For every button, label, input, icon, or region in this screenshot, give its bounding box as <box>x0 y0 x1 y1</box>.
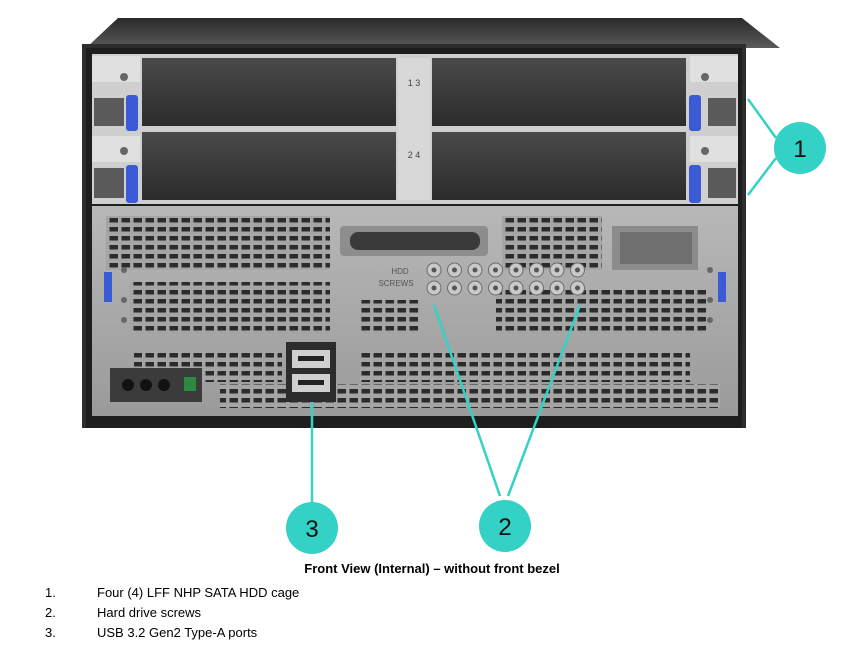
legend-list: 1. Four (4) LFF NHP SATA HDD cage 2. Har… <box>45 582 299 642</box>
hdd-screw-head <box>534 267 539 273</box>
legend-item-number: 1. <box>45 584 56 600</box>
server-front-view-figure: 1 3 2 4 HDD SCREWS <box>82 18 826 554</box>
chassis-top <box>86 18 780 48</box>
front-plate: HDD SCREWS <box>92 206 738 416</box>
hdd-screw-head <box>493 267 498 273</box>
hdd-screw-head <box>575 267 580 273</box>
hdd-screw-head <box>575 285 580 291</box>
hdd-screw-head <box>493 285 498 291</box>
screws-label-line2: SCREWS <box>378 279 413 288</box>
drive-latch[interactable] <box>689 95 701 131</box>
legend-item-text: Four (4) LFF NHP SATA HDD cage <box>97 584 300 600</box>
drive-bay-2[interactable] <box>142 132 396 200</box>
callout-leader-lines <box>310 98 778 504</box>
hdd-screw-head <box>554 267 560 273</box>
hdd-screw-head <box>431 285 437 291</box>
slot-numbers-top: 1 3 <box>408 78 421 88</box>
callout-3: 3 <box>286 502 338 554</box>
drive-latch[interactable] <box>126 95 138 131</box>
callout-2-label: 2 <box>498 514 511 541</box>
hdd-screw-head <box>513 285 519 291</box>
figure-caption: Front View (Internal) – without front be… <box>304 561 560 576</box>
hdd-screw-head <box>472 267 478 273</box>
legend-item: 2. Hard drive screws <box>45 602 299 622</box>
callout-3-label: 3 <box>305 516 318 543</box>
callout-1: 1 <box>774 122 826 174</box>
legend-item: 1. Four (4) LFF NHP SATA HDD cage <box>45 582 299 602</box>
screws-label-line1: HDD <box>391 267 409 276</box>
hdd-cage: 1 3 2 4 <box>92 54 738 204</box>
slot-numbers-bottom: 2 4 <box>408 150 421 160</box>
legend-item-number: 2. <box>45 604 56 620</box>
hdd-screw-head <box>554 285 560 291</box>
drive-bay-4[interactable] <box>432 132 686 200</box>
hdd-screw-head <box>431 267 437 273</box>
legend-item: 3. USB 3.2 Gen2 Type-A ports <box>45 622 299 642</box>
hdd-screw-head <box>472 285 478 291</box>
hdd-screw-head <box>513 267 519 273</box>
hdd-screw-head <box>534 285 539 291</box>
hdd-screw-head <box>452 285 457 291</box>
usb-ports[interactable] <box>286 342 336 402</box>
drive-latch[interactable] <box>126 165 138 203</box>
callout-1-label: 1 <box>793 136 806 163</box>
server-illustration: 1 3 2 4 HDD SCREWS <box>82 18 826 554</box>
drive-latch[interactable] <box>689 165 701 203</box>
legend-item-number: 3. <box>45 624 56 640</box>
drive-bay-3[interactable] <box>432 58 686 126</box>
hdd-screws <box>426 262 585 296</box>
callout-2: 2 <box>479 500 531 552</box>
drive-bay-1[interactable] <box>142 58 396 126</box>
legend-item-text: USB 3.2 Gen2 Type-A ports <box>97 624 258 640</box>
hdd-screw-head <box>452 267 457 273</box>
legend-item-text: Hard drive screws <box>97 604 202 620</box>
